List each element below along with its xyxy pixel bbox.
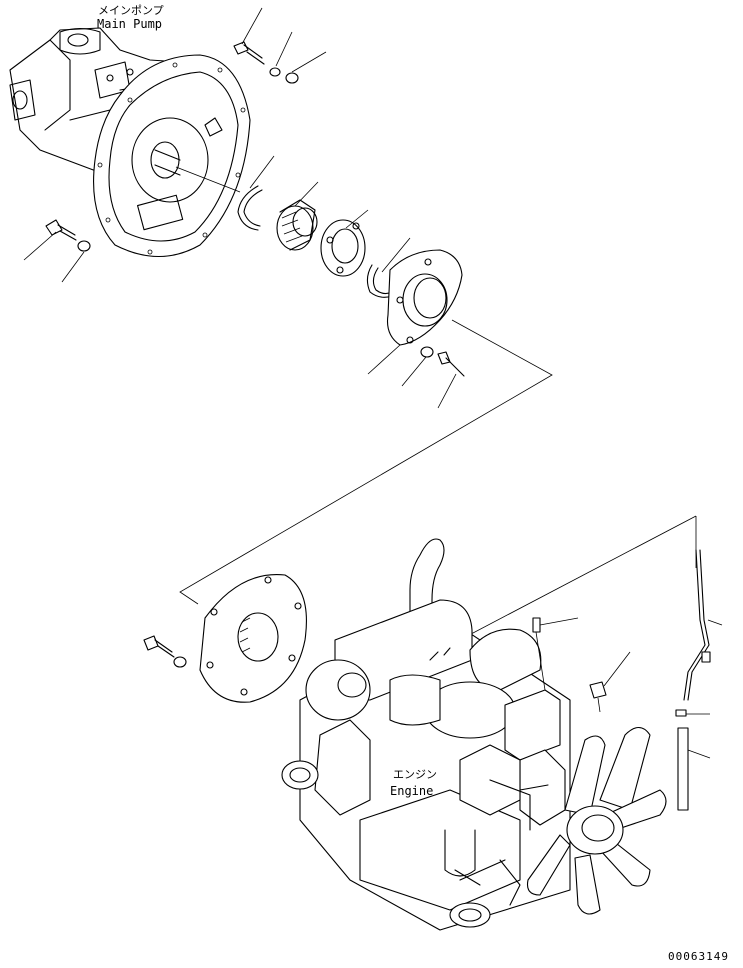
pump-flange <box>93 54 251 258</box>
engine <box>281 538 571 931</box>
bearing <box>320 219 366 277</box>
cooling-fan <box>526 726 667 915</box>
dipstick <box>675 549 723 811</box>
snap-ring-1 <box>237 185 263 231</box>
bolt-top <box>233 41 299 84</box>
bolt-left <box>45 219 91 252</box>
engine-label-jp: エンジン <box>393 768 437 781</box>
main-pump-label-jp: メインポンプ <box>98 4 164 17</box>
snap-ring-2 <box>366 264 393 298</box>
sensor-1 <box>532 617 579 691</box>
flywheel-coupling <box>199 573 307 703</box>
spline-coupling <box>276 199 318 251</box>
engine-label-en: Engine <box>390 784 434 798</box>
leader-lines-pump <box>23 7 457 409</box>
bolt-housing <box>420 346 465 377</box>
sensor-2 <box>589 651 631 713</box>
main-pump-label-en: Main Pump <box>97 17 163 31</box>
drawing-number: 00063149 <box>668 950 729 963</box>
coupling-housing <box>386 249 463 346</box>
bolt-coupling <box>143 635 187 668</box>
